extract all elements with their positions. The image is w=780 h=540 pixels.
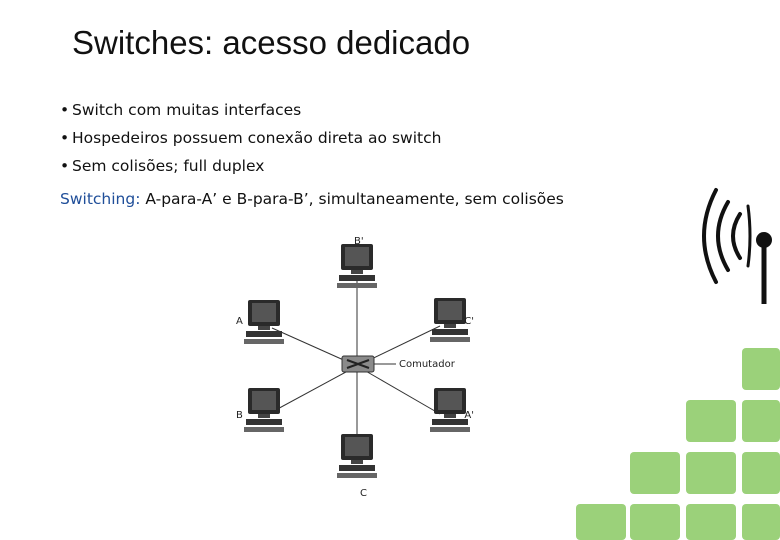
switch-icon — [342, 356, 374, 372]
host-label-a-prime: A' — [464, 410, 474, 421]
host-label-b-prime: B' — [354, 236, 364, 247]
computer-icon — [244, 388, 284, 432]
host-label-b: B — [236, 410, 243, 421]
computer-icon — [244, 300, 284, 344]
host-label-c: C — [360, 488, 367, 499]
host-label-c-prime: C' — [464, 316, 474, 327]
host-label-a: A — [236, 316, 243, 327]
computer-icon — [337, 434, 377, 478]
switch-diagram: B' A C' B A' C Comutador — [220, 228, 480, 504]
switch-label: Comutador — [399, 359, 456, 370]
